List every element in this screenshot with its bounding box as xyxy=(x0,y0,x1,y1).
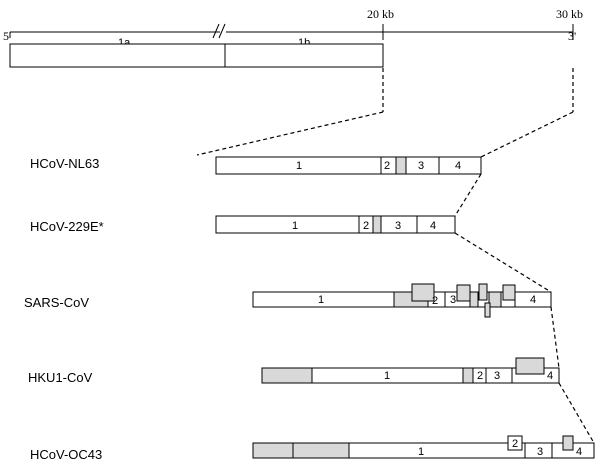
orf1ab-box xyxy=(9,43,384,68)
orf-gray-segment xyxy=(469,291,479,308)
orf-gray-segment xyxy=(372,215,382,234)
orf-label-1: 1 xyxy=(296,160,302,172)
orf-label-1: 1 xyxy=(292,220,298,232)
orf-label-2: 2 xyxy=(477,370,483,382)
orf-gray-segment xyxy=(395,156,407,175)
tick-30kb-label: 30 kb xyxy=(556,7,583,21)
accessory-box-low xyxy=(484,302,491,318)
orf-label-2: 2 xyxy=(432,295,438,307)
orf-box-2-raised xyxy=(507,435,523,451)
virus-row-nl63: HCoV-NL63 1 2 3 4 xyxy=(30,156,482,175)
connector-hku1-oc43 xyxy=(558,382,595,444)
tick-20kb-label: 20 kb xyxy=(367,7,394,21)
orf-label-4: 4 xyxy=(455,160,461,172)
accessory-box xyxy=(456,284,471,302)
orf-label-2: 2 xyxy=(363,220,369,232)
expand-line-left-diag xyxy=(196,111,384,156)
orf-label-2: 2 xyxy=(512,438,518,450)
accessory-box xyxy=(411,283,435,302)
virus-row-oc43: HCoV-OC43 1 2 3 4 xyxy=(30,435,595,462)
orf-label-1: 1 xyxy=(384,370,390,382)
accessory-box xyxy=(515,357,545,375)
orf-label-3: 3 xyxy=(494,370,500,382)
connector-229e-sars xyxy=(454,232,552,293)
orf-label-4: 4 xyxy=(530,294,536,306)
orf-label-3: 3 xyxy=(395,220,401,232)
expand-line-right-diag xyxy=(480,111,574,158)
orf-label-4: 4 xyxy=(430,220,436,232)
virus-name: HCoV-229E* xyxy=(30,219,104,234)
orf-label-1: 1 xyxy=(418,446,424,458)
virus-row-229e: HCoV-229E* 1 2 3 4 xyxy=(30,215,456,234)
virus-row-sars: SARS-CoV 1 2 3 4 xyxy=(24,283,552,318)
orf-label-4: 4 xyxy=(576,446,582,458)
orf-gray-segment xyxy=(252,442,294,459)
accessory-box xyxy=(562,435,574,451)
genome-orf-box xyxy=(9,43,384,68)
virus-name: SARS-CoV xyxy=(24,295,89,310)
orf-label-1: 1 xyxy=(318,294,324,306)
virus-name: HCoV-NL63 xyxy=(30,156,99,171)
genome-5-prime-label: 5' xyxy=(3,29,11,43)
orf-label-3: 3 xyxy=(450,294,456,306)
orf-label-2: 2 xyxy=(384,160,390,172)
orf-gray-segment xyxy=(488,291,502,308)
connector-sars-hku1 xyxy=(550,306,560,369)
orf-label-3: 3 xyxy=(537,446,543,458)
connector-nl63-229e xyxy=(454,173,482,217)
orf-gray-segment xyxy=(462,367,474,384)
genome-3-prime-label: 3' xyxy=(568,29,576,43)
break-mark-1 xyxy=(212,23,220,39)
orf-track xyxy=(215,156,482,175)
accessory-box xyxy=(502,284,516,301)
virus-row-hku1: HKU1-CoV 1 2 3 4 xyxy=(28,357,560,385)
virus-name: HKU1-CoV xyxy=(28,370,93,385)
orf-gray-segment xyxy=(292,442,350,459)
accessory-box xyxy=(478,283,488,301)
break-mark-2 xyxy=(218,23,226,39)
virus-name: HCoV-OC43 xyxy=(30,447,102,462)
genome-scale: 5' 3' 20 kb 30 kb 1a 1b xyxy=(3,7,583,49)
orf-gray-segment xyxy=(261,367,313,384)
orf-track xyxy=(215,215,456,234)
orf-label-4: 4 xyxy=(547,370,553,382)
orf-label-3: 3 xyxy=(418,160,424,172)
